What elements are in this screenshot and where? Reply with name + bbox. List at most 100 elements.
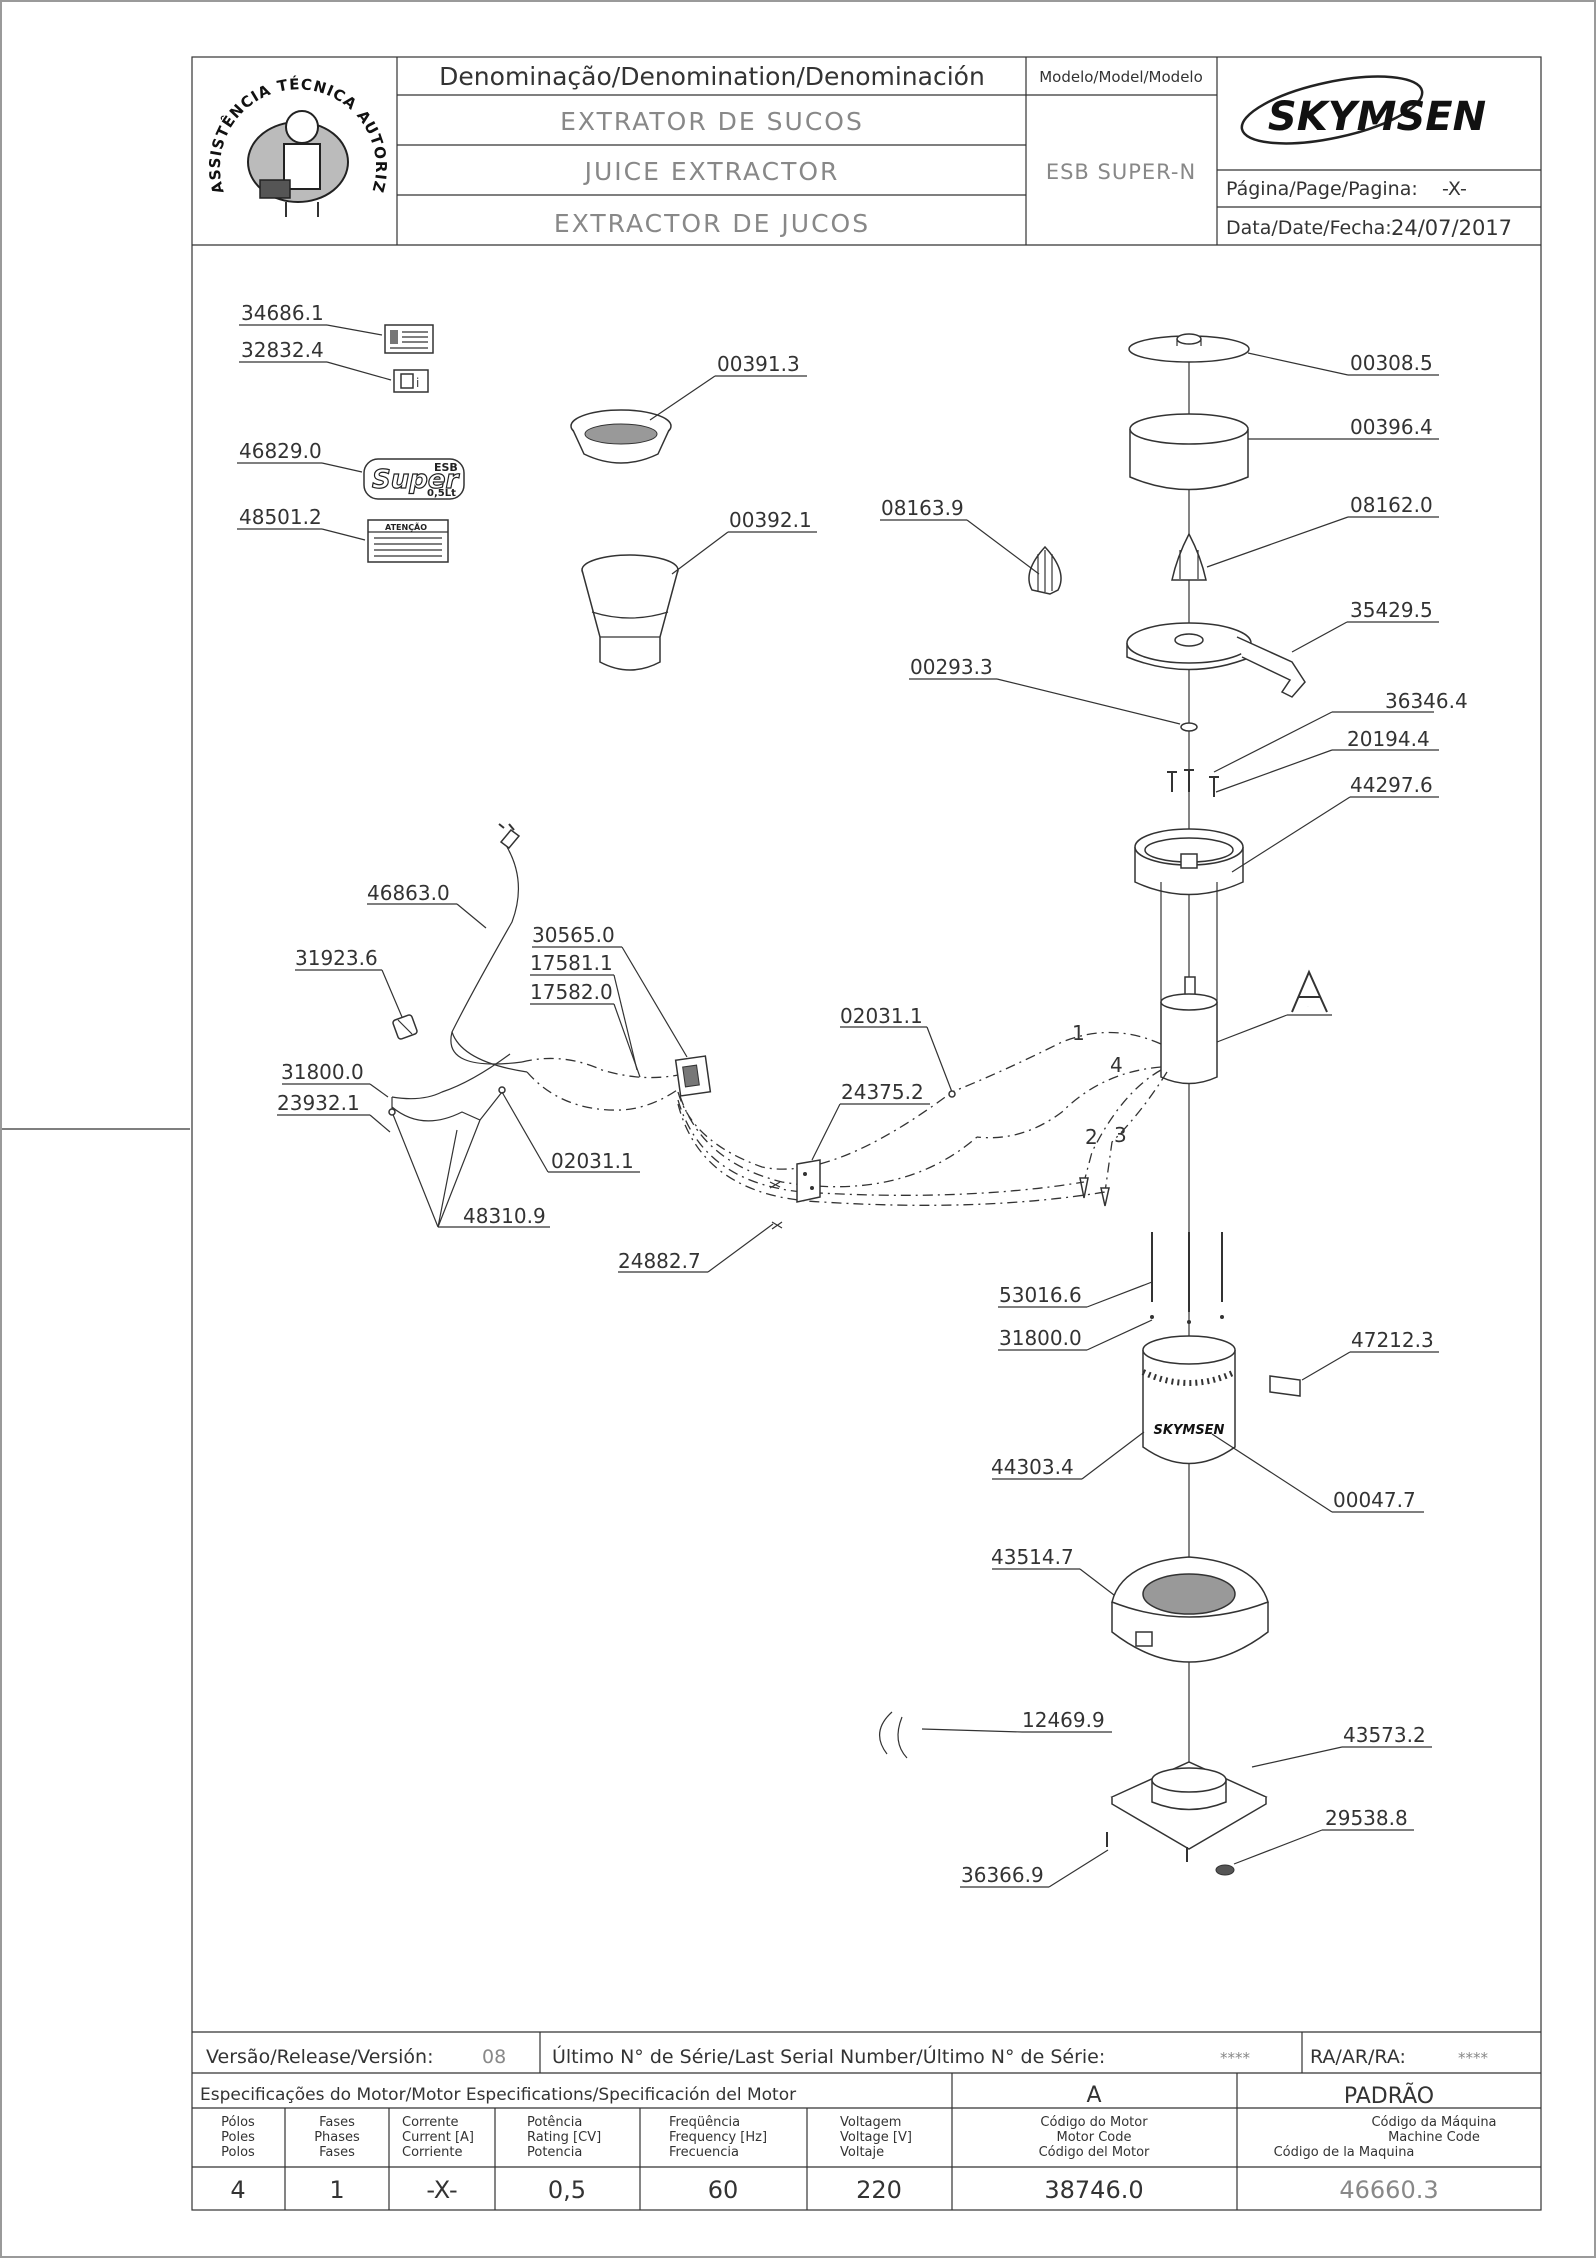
hdr-current-es: Corriente [402,2145,462,2160]
part-label-08162-0: 08162.0 [1350,493,1433,517]
part-label-35429-5: 35429.5 [1350,598,1433,622]
toolbox-icon [259,179,291,199]
washer-part: 00293.3 [909,655,1198,732]
manual-sticker: 34686.1 [239,301,434,354]
date-value: 24/07/2017 [1391,216,1512,240]
hdr-current-en: Current [A] [402,2130,474,2145]
svg-text:i: i [416,376,419,390]
part-label-43514-7: 43514.7 [991,1545,1074,1569]
hdr-motor-code-en: Motor Code [1057,2130,1132,2145]
part-label-48310-9: 48310.9 [463,1204,546,1228]
rubber-foot-part: 29538.8 [1215,1806,1414,1876]
info-sticker: i 32832.4 [239,338,429,393]
part-label-00293-3: 00293.3 [910,655,993,679]
warning-sticker-title: ATENÇÃO [385,522,427,532]
title-block: Denominação/Denomination/Denominación EX… [2,2,1541,246]
part-label-36366-9: 36366.9 [961,1863,1044,1887]
spec-table: Versão/Release/Versión: 08 Último N° de … [192,2031,1541,2210]
label-plate-part: 47212.3 [1269,1328,1439,1397]
motor-cover-part: 44297.6 [1134,773,1439,896]
hdr-machine-code-pt: Código da Máquina [1371,2115,1496,2130]
badge-esb-text: ESB [434,461,458,474]
part-label-29538-8: 29538.8 [1325,1806,1408,1830]
part-label-00396-4: 00396.4 [1350,415,1433,439]
cable-tie-part: 12469.9 [879,1708,1112,1759]
part-label-17581-1: 17581.1 [530,951,613,975]
hdr-poles-pt: Pólos [221,2115,255,2130]
denomination-label: Denominação/Denomination/Denominación [439,62,985,91]
base-part: 43514.7 [991,1545,1269,1663]
hdr-rating-en: Rating [CV] [527,2130,601,2145]
part-label-17582-0: 17582.0 [530,980,613,1004]
wire-label-1: 1 [1072,1021,1085,1045]
switch-part: 30565.0 17581.1 17582.0 [530,923,712,1097]
part-label-24375-2: 24375.2 [841,1080,924,1104]
hdr-motor-code-es: Código del Motor [1039,2145,1150,2160]
hdr-machine-code-en: Machine Code [1388,2130,1480,2145]
hdr-voltage-en: Voltage [V] [840,2130,912,2145]
motor-part: A [1160,882,1332,1085]
page-label: Página/Page/Pagina: [1226,178,1418,200]
sieve-part: 00391.3 [570,352,807,464]
serial-label: Último N° de Série/Last Serial Number/Úl… [552,2044,1105,2068]
hdr-poles-en: Poles [221,2130,255,2145]
val-rating: 0,5 [548,2176,586,2204]
terminal-block-part: 24375.2 02031.1 24882.7 [618,1004,956,1273]
hdr-voltage-pt: Voltagem [840,2115,901,2130]
hdr-motor-code-pt: Código do Motor [1040,2115,1148,2130]
part-label-31800-0-a: 31800.0 [281,1060,364,1084]
foot-plate-part: 43573.2 36366.9 [960,1723,1432,1888]
motor-housing-part: SKYMSEN 44303.4 00047.7 [991,1335,1424,1513]
drawing-frame [191,56,1542,2211]
hdr-phases-en: Phases [314,2130,360,2145]
detail-a-label: A [1308,1005,1309,1008]
model-label: Modelo/Model/Modelo [1039,68,1203,86]
part-label-02031-1-a: 02031.1 [840,1004,923,1028]
part-label-00047-7: 00047.7 [1333,1488,1416,1512]
hdr-frequency-en: Frequency [Hz] [669,2130,767,2145]
part-label-46829-0: 46829.0 [239,439,322,463]
val-voltage: 220 [856,2176,902,2204]
hdr-current-pt: Corrente [402,2115,459,2130]
small-cone-part: 08163.9 [880,496,1062,595]
val-poles: 4 [230,2176,245,2204]
machine-column-padrao: PADRÃO [1344,2082,1434,2109]
hdr-frequency-es: Frecuencia [669,2145,739,2160]
large-cone-part: 08162.0 [1171,493,1439,581]
part-label-53016-6: 53016.6 [999,1283,1082,1307]
lid-part: 00308.5 [1128,333,1439,376]
part-label-34686-1: 34686.1 [241,301,324,325]
hdr-voltage-es: Voltaje [840,2145,884,2160]
product-name-es: EXTRACTOR DE JUCOS [554,209,870,238]
val-phases: 1 [329,2176,344,2204]
val-motor-code: 38746.0 [1044,2176,1143,2204]
ra-label: RA/AR/RA: [1310,2046,1406,2068]
badge-super-text: Super [372,465,460,495]
hdr-rating-es: Potencia [527,2145,582,2160]
part-label-47212-3: 47212.3 [1351,1328,1434,1352]
ra-value: **** [1458,2049,1489,2067]
page-value: -X- [1442,178,1467,200]
wire-label-3: 3 [1114,1123,1127,1147]
ground-wires: 31800.0 23932.1 48310.9 02031.1 [277,1053,640,1228]
warning-sticker: ATENÇÃO 48501.2 [237,505,449,563]
model-value: ESB SUPER-N [1046,160,1196,184]
housing-brand-mark: SKYMSEN [1154,1423,1225,1438]
authorized-service-seal: ASSISTÊNCIA TÉCNICA AUTORIZADA [2,2,389,217]
part-label-43573-2: 43573.2 [1343,1723,1426,1747]
wire-label-4: 4 [1110,1053,1123,1077]
technician-head-icon [285,110,319,144]
part-label-48501-2: 48501.2 [239,505,322,529]
part-label-20194-4: 20194.4 [1347,727,1430,751]
date-label: Data/Date/Fecha: [1226,217,1392,239]
part-label-30565-0: 30565.0 [532,923,615,947]
power-cord-part: 46863.0 [367,823,528,1073]
val-machine-code: 46660.3 [1339,2176,1438,2204]
part-label-36346-4: 36346.4 [1385,689,1468,713]
version-label: Versão/Release/Versión: [206,2046,434,2068]
hdr-frequency-pt: Freqüência [669,2115,740,2130]
hdr-phases-pt: Fases [319,2115,355,2130]
hdr-poles-es: Polos [221,2145,255,2160]
collector-ring-part: 00396.4 [1129,413,1439,491]
